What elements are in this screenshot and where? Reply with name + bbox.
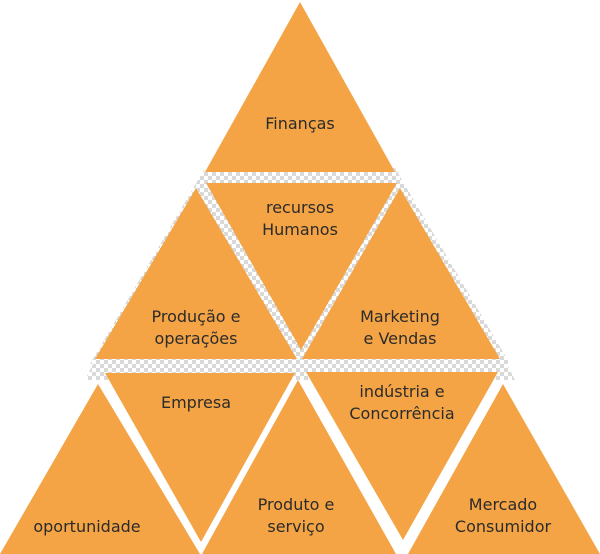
label-market-line-1: Mercado [468, 495, 538, 514]
label-company-line-1: Empresa [160, 393, 232, 412]
label-finances: Finanças [265, 113, 335, 135]
label-human-resources: recursos Humanos [262, 197, 338, 241]
label-industry-line-2: Concorrência [349, 404, 455, 423]
label-marketing: Marketing e Vendas [360, 306, 440, 350]
label-marketing-line-1: Marketing [360, 307, 440, 326]
triangle-market [408, 384, 600, 554]
label-human-resources-line-2: Humanos [262, 220, 338, 239]
label-production: Produção e operações [152, 306, 241, 350]
triangle-industry [306, 372, 498, 540]
label-human-resources-line-1: recursos [265, 198, 335, 217]
label-production-line-1: Produção e [151, 307, 241, 326]
triangle-finances [205, 2, 395, 172]
label-product-line-1: Produto e [257, 495, 335, 514]
label-market-line-2: Consumidor [454, 517, 552, 536]
label-company: Empresa [161, 392, 231, 414]
triangle-opportunity [0, 384, 200, 554]
label-industry-line-1: indústria e [359, 382, 445, 401]
label-industry: indústria e Concorrência [349, 381, 454, 425]
label-opportunity-line-1: oportunidade [33, 517, 141, 536]
label-product: Produto e serviço [258, 494, 335, 538]
label-opportunity: oportunidade [33, 516, 140, 538]
label-finances-line-1: Finanças [265, 114, 335, 133]
triangle-company [105, 373, 295, 542]
label-production-line-2: operações [154, 329, 238, 348]
label-product-line-2: serviço [267, 517, 325, 536]
triangle-human-resources [206, 183, 397, 350]
triangle-production [95, 188, 297, 359]
triangle-product [202, 380, 396, 554]
label-marketing-line-2: e Vendas [363, 329, 437, 348]
label-market: Mercado Consumidor [455, 494, 551, 538]
triangle-marketing [302, 188, 500, 359]
